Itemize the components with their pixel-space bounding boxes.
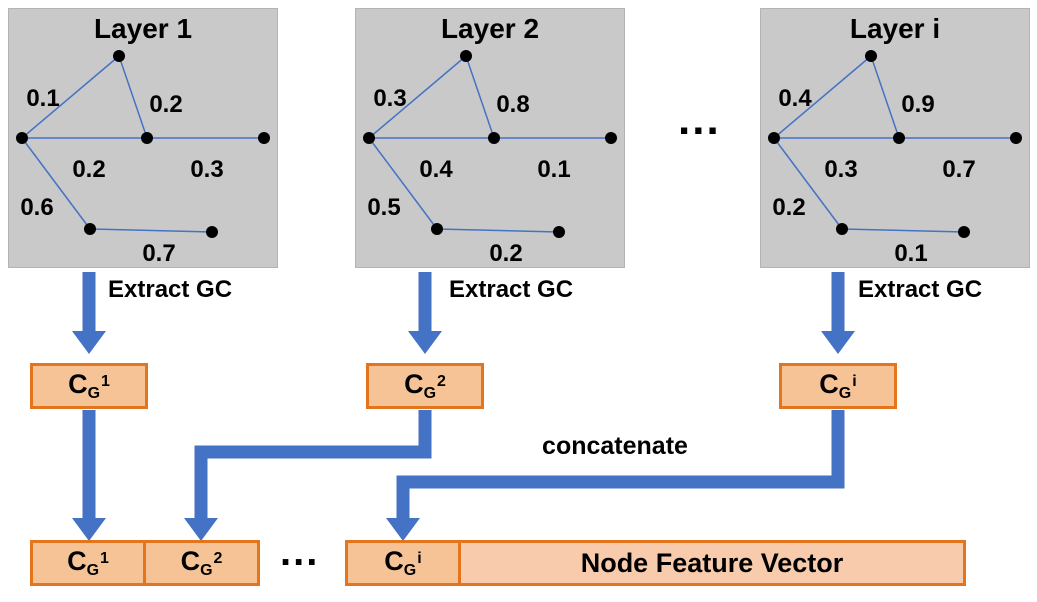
- edge-weight: 0.9: [901, 91, 934, 118]
- bottom-cell-cg1: CG1: [30, 540, 146, 586]
- layer-i-title: Layer i: [849, 13, 941, 44]
- gc-sub: G: [87, 385, 101, 402]
- graph-edges: [368, 55, 611, 233]
- node-feature-vector-label: Node Feature Vector: [580, 547, 844, 578]
- edge-weight: 0.7: [942, 156, 975, 183]
- extract-arrow-2: [408, 272, 442, 354]
- edge-weight: 0.3: [190, 156, 223, 183]
- extract-arrow-3: [821, 272, 855, 354]
- gc-sup: 2: [213, 550, 223, 567]
- extract-gc-label-1: Extract GC: [108, 276, 233, 303]
- edge-weight: 0.1: [894, 240, 927, 267]
- bottom-cell-cg2: CG2: [143, 540, 260, 586]
- graph-nodes: [363, 50, 617, 238]
- gc-sup: 1: [100, 550, 109, 567]
- graph-edges: [773, 55, 1016, 233]
- edge-weight: 0.4: [419, 156, 453, 183]
- gc-sup: i: [852, 373, 857, 390]
- gc-sup: 1: [101, 373, 110, 390]
- layer-panel-2: 0.3 0.8 0.4 0.1 0.5 0.2 Layer 2: [355, 8, 625, 268]
- edge-weight-labels: 0.1 0.2 0.2 0.3 0.6 0.7: [20, 85, 223, 267]
- bottom-ellipsis: ...: [280, 530, 320, 574]
- edge-weight: 0.2: [489, 240, 522, 267]
- edge-weight-labels: 0.4 0.9 0.3 0.7 0.2 0.1: [772, 85, 975, 267]
- bottom-cell-cgi: CGi: [345, 540, 461, 586]
- gc-box-1: CG1: [30, 363, 148, 409]
- layer-panel-i: 0.4 0.9 0.3 0.7 0.2 0.1 Layer i: [760, 8, 1030, 268]
- edge-weight: 0.1: [26, 85, 59, 112]
- node-feature-vector-box: Node Feature Vector: [458, 540, 966, 586]
- edge-weight: 0.3: [373, 85, 406, 112]
- edge-weight: 0.8: [496, 91, 529, 118]
- concat-arrow-1: [72, 410, 106, 541]
- layer-2-title: Layer 2: [440, 13, 540, 44]
- gc-base: C: [68, 369, 88, 399]
- concatenate-label: concatenate: [542, 432, 688, 460]
- gc-base: C: [404, 369, 424, 399]
- extract-gc-label-3: Extract GC: [858, 276, 983, 303]
- gc-base: C: [67, 546, 87, 576]
- layer-1-graph: 0.1 0.2 0.2 0.3 0.6 0.7: [16, 50, 270, 267]
- edge-weight: 0.2: [72, 156, 105, 183]
- concat-arrow-2: [184, 410, 432, 541]
- edge-weight: 0.1: [537, 156, 570, 183]
- edge-weight: 0.7: [142, 240, 175, 267]
- concat-arrow-3: [386, 410, 845, 541]
- layer-i-graph: 0.4 0.9 0.3 0.7 0.2 0.1: [768, 50, 1022, 267]
- graph-edges: [21, 55, 264, 233]
- edge-weight: 0.3: [824, 156, 857, 183]
- gc-sub: G: [838, 385, 852, 402]
- gc-box-2: CG2: [366, 363, 484, 409]
- gc-base: C: [384, 546, 404, 576]
- graph-nodes: [16, 50, 270, 238]
- gc-base: C: [180, 546, 201, 576]
- layer-panel-1: 0.1 0.2 0.2 0.3 0.6 0.7 Layer 1: [8, 8, 278, 268]
- graph-nodes: [768, 50, 1022, 238]
- extract-arrow-1: [72, 272, 106, 354]
- gc-sub: G: [423, 385, 437, 402]
- gc-sub: G: [86, 562, 100, 579]
- edge-weight: 0.2: [772, 194, 805, 221]
- layer-1-title: Layer 1: [93, 13, 193, 44]
- edge-weight: 0.6: [20, 194, 53, 221]
- gc-sub: G: [200, 562, 213, 579]
- layers-ellipsis: ...: [678, 95, 721, 144]
- edge-weight: 0.2: [149, 91, 182, 118]
- extract-gc-label-2: Extract GC: [449, 276, 574, 303]
- gc-base: C: [819, 369, 839, 399]
- gc-box-i: CGi: [779, 363, 897, 409]
- edge-weight-labels: 0.3 0.8 0.4 0.1 0.5 0.2: [367, 85, 570, 267]
- gc-sup: 2: [437, 373, 446, 390]
- gc-sub: G: [403, 562, 417, 579]
- edge-weight: 0.4: [778, 85, 812, 112]
- gc-sup: i: [417, 550, 422, 567]
- layer-2-graph: 0.3 0.8 0.4 0.1 0.5 0.2: [363, 50, 617, 267]
- edge-weight: 0.5: [367, 194, 400, 221]
